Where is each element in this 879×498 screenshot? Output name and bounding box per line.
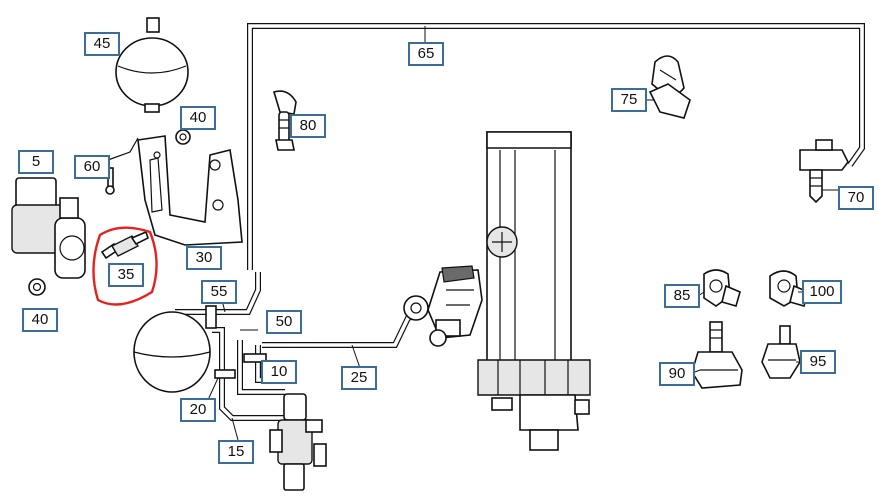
- connector-70-drawing: [799, 139, 849, 204]
- callout-45: 45: [84, 32, 120, 56]
- callout-100: 100: [802, 280, 842, 304]
- connector-95-drawing: [761, 325, 801, 379]
- valve-5-drawing: [11, 177, 86, 279]
- callout-50: 50: [266, 310, 302, 334]
- clip-75-drawing: [648, 55, 691, 119]
- callout-95: 95: [800, 350, 836, 374]
- callout-90: 90: [659, 362, 695, 386]
- vacuum-pump-drawing: [403, 265, 483, 347]
- callout-80: 80: [290, 114, 326, 138]
- callout-25: 25: [341, 366, 377, 390]
- pump-assembly-drawing: [477, 131, 591, 451]
- solenoid-15-drawing: [269, 393, 327, 491]
- reservoir-45-drawing: [115, 17, 189, 113]
- callout-5: 5: [18, 150, 54, 174]
- vacuum-line-65: [247, 23, 865, 270]
- clip-85-drawing: [703, 269, 741, 307]
- callout-60: 60: [74, 155, 110, 179]
- callout-40-top: 40: [180, 106, 216, 130]
- callout-70: 70: [838, 186, 874, 210]
- bracket-30-drawing: [137, 135, 243, 246]
- reservoir-55-drawing: [133, 305, 217, 393]
- callout-75: 75: [611, 88, 647, 112]
- callout-30: 30: [186, 246, 222, 270]
- clip-80-drawing: [273, 90, 297, 151]
- callout-85: 85: [664, 284, 700, 308]
- connector-90-drawing: [691, 321, 743, 389]
- callout-65: 65: [408, 42, 444, 66]
- callout-55: 55: [201, 280, 237, 304]
- callout-20: 20: [180, 398, 216, 422]
- connector-20-drawing: [214, 369, 236, 379]
- bolt-60-drawing: [105, 137, 139, 195]
- callout-40-left: 40: [22, 308, 58, 332]
- check-valve-35-drawing: [100, 230, 149, 260]
- highlight-circle-35: [92, 226, 158, 306]
- callout-10: 10: [261, 360, 297, 384]
- callout-35: 35: [108, 263, 144, 287]
- tee-10-drawing: [243, 353, 267, 363]
- fitting-40-left-drawing: [28, 278, 46, 296]
- callout-15: 15: [218, 440, 254, 464]
- fitting-40-top-drawing: [175, 129, 191, 145]
